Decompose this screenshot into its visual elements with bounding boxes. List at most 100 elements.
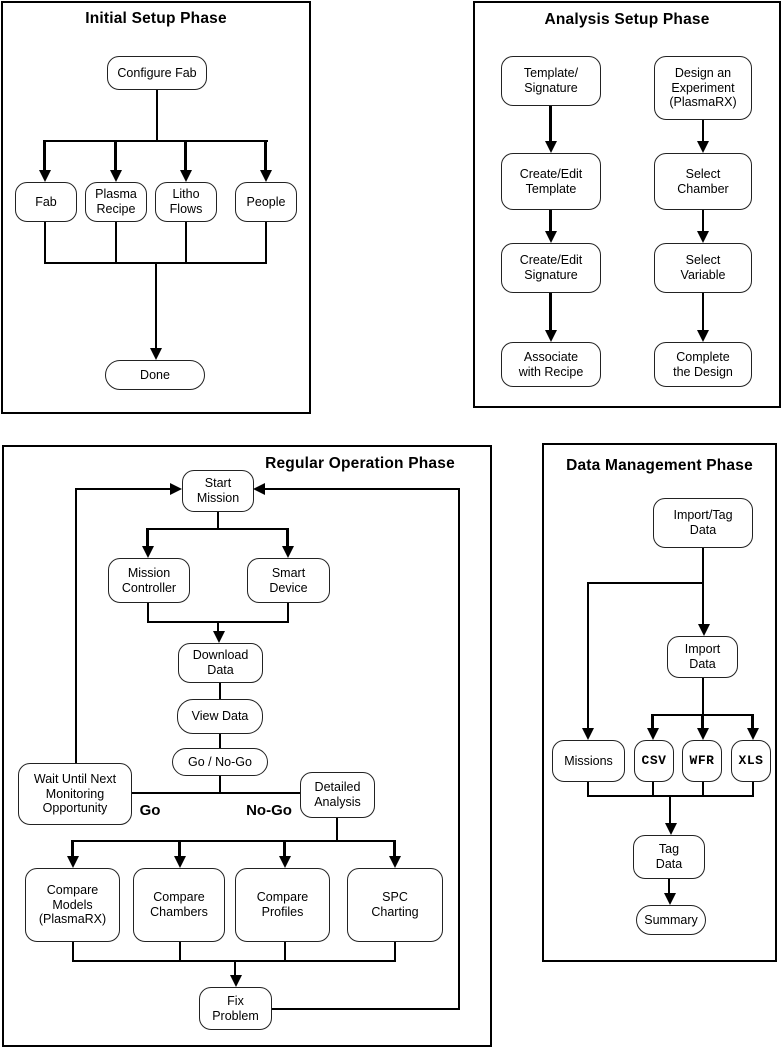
connector — [217, 621, 219, 633]
node-csv: CSV — [634, 740, 674, 782]
node-done: Done — [105, 360, 205, 390]
node-wait-until-next: Wait Until Next Monitoring Opportunity — [18, 763, 132, 825]
connector — [587, 582, 704, 584]
node-fix-problem: Fix Problem — [199, 987, 272, 1030]
node-import-tag-data: Import/Tag Data — [653, 498, 753, 548]
connector — [286, 528, 289, 546]
connector — [702, 210, 704, 232]
node-smart-device: Smart Device — [247, 558, 330, 603]
connector — [549, 293, 552, 331]
node-detailed-analysis: Detailed Analysis — [300, 772, 375, 818]
edge-label-no-go: No-Go — [246, 802, 292, 819]
node-go-no-go: Go / No-Go — [172, 748, 268, 776]
arrowhead-down-icon — [260, 170, 272, 182]
node-plasma-recipe: Plasma Recipe — [85, 182, 147, 222]
arrowhead-down-icon — [180, 170, 192, 182]
connector — [132, 792, 300, 794]
connector — [702, 678, 704, 716]
node-create-edit-signature: Create/Edit Signature — [501, 243, 601, 293]
node-compare-profiles: Compare Profiles — [235, 868, 330, 942]
arrowhead-down-icon — [282, 546, 294, 558]
node-select-chamber: Select Chamber — [654, 153, 752, 210]
connector — [265, 488, 460, 490]
connector — [702, 293, 704, 331]
arrowhead-down-icon — [545, 231, 557, 243]
connector — [652, 782, 654, 797]
connector — [393, 840, 396, 857]
panel-title-analysis-setup: Analysis Setup Phase — [544, 11, 710, 28]
connector — [702, 548, 704, 624]
arrowhead-down-icon — [389, 856, 401, 868]
connector — [394, 942, 396, 962]
node-template-signature: Template/ Signature — [501, 56, 601, 106]
connector — [701, 714, 704, 728]
connector — [156, 90, 158, 140]
arrowhead-down-icon — [39, 170, 51, 182]
node-missions: Missions — [552, 740, 625, 782]
connector — [217, 512, 219, 530]
node-tag-data: Tag Data — [633, 835, 705, 879]
arrowhead-down-icon — [142, 546, 154, 558]
connector — [336, 818, 338, 842]
connector — [219, 683, 221, 699]
connector — [287, 603, 289, 623]
arrowhead-down-icon — [279, 856, 291, 868]
connector — [702, 782, 704, 797]
node-complete-the-design: Complete the Design — [654, 342, 752, 387]
panel-title-regular-operation: Regular Operation Phase — [265, 455, 455, 472]
node-wfr: WFR — [682, 740, 722, 782]
edge-label-go: Go — [139, 802, 161, 819]
connector — [272, 1008, 460, 1010]
connector — [44, 140, 268, 142]
connector — [219, 776, 221, 793]
connector — [44, 222, 46, 262]
connector — [147, 528, 289, 530]
node-fab: Fab — [15, 182, 77, 222]
connector — [71, 840, 74, 857]
arrowhead-down-icon — [582, 728, 594, 740]
arrowhead-left-icon — [253, 483, 265, 495]
node-import-data: Import Data — [667, 636, 738, 678]
arrowhead-down-icon — [110, 170, 122, 182]
connector — [587, 582, 589, 728]
connector — [75, 488, 77, 765]
connector — [284, 942, 286, 962]
connector — [72, 942, 74, 962]
node-xls: XLS — [731, 740, 771, 782]
connector — [702, 120, 704, 142]
arrowhead-down-icon — [545, 141, 557, 153]
arrowhead-down-icon — [67, 856, 79, 868]
connector — [114, 140, 117, 172]
connector — [72, 840, 396, 842]
node-litho-flows: Litho Flows — [155, 182, 217, 222]
arrowhead-down-icon — [697, 330, 709, 342]
connector — [75, 488, 171, 490]
node-people: People — [235, 182, 297, 222]
node-compare-chambers: Compare Chambers — [133, 868, 225, 942]
connector — [146, 528, 149, 546]
node-design-an-experiment: Design an Experiment (PlasmaRX) — [654, 56, 752, 120]
arrowhead-down-icon — [647, 728, 659, 740]
node-compare-models: Compare Models (PlasmaRX) — [25, 868, 120, 942]
panel-title-initial-setup: Initial Setup Phase — [85, 10, 227, 27]
connector — [549, 210, 552, 232]
node-download-data: Download Data — [178, 643, 263, 683]
arrowhead-down-icon — [213, 631, 225, 643]
arrowhead-down-icon — [747, 728, 759, 740]
node-view-data: View Data — [177, 699, 263, 734]
connector — [283, 840, 286, 857]
arrowhead-down-icon — [174, 856, 186, 868]
node-configure-fab: Configure Fab — [107, 56, 207, 90]
arrowhead-down-icon — [150, 348, 162, 360]
arrowhead-right-icon — [170, 483, 182, 495]
connector — [549, 106, 552, 142]
arrowhead-down-icon — [665, 823, 677, 835]
connector — [751, 714, 754, 728]
connector — [43, 140, 46, 172]
panel-title-data-management: Data Management Phase — [566, 457, 753, 474]
connector — [219, 734, 221, 748]
connector — [179, 942, 181, 962]
node-select-variable: Select Variable — [654, 243, 752, 293]
connector — [234, 960, 236, 976]
arrowhead-down-icon — [230, 975, 242, 987]
